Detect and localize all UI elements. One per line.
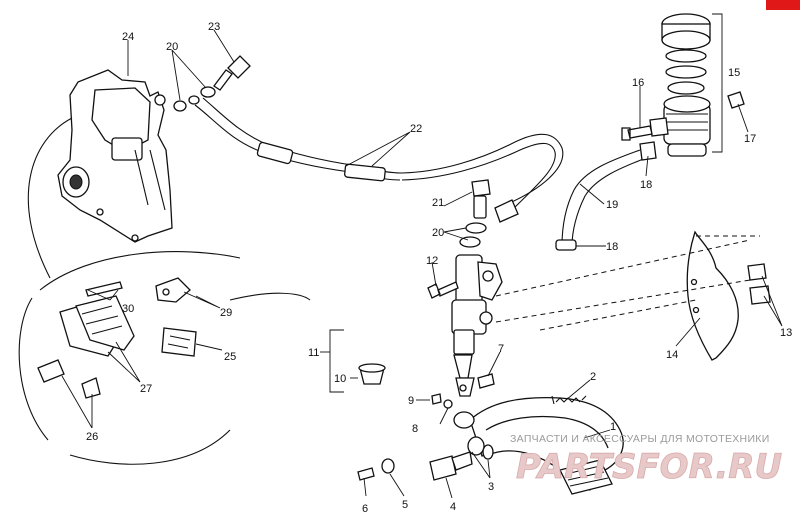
detail-circle-arc (18, 117, 311, 465)
heel-guard (686, 230, 739, 361)
watermark-tagline: ЗАПЧАСТИ И АКСЕССУАРЫ ДЛЯ МОТОТЕХНИКИ (510, 433, 770, 445)
callout-30: 30 (122, 303, 134, 315)
pad-spring-clip (161, 327, 197, 357)
watermark-logo: PARTSFOR.RU (516, 447, 782, 487)
callout-29: 29 (220, 307, 232, 319)
callout-27: 27 (140, 383, 152, 395)
screw-7 (477, 373, 495, 389)
pin-9 (431, 393, 442, 405)
banjo-bolt-upper (173, 55, 251, 112)
brake-pads (59, 295, 135, 357)
callout-25: 25 (224, 351, 236, 363)
callout-13: 13 (780, 327, 792, 339)
bolt-16 (621, 125, 653, 141)
dust-cap (358, 363, 386, 385)
callout-20-upper: 20 (166, 41, 178, 53)
callout-10: 10 (334, 373, 346, 385)
master-cylinder (451, 254, 503, 397)
pad-pins (37, 359, 101, 399)
callout-6: 6 (362, 503, 368, 515)
brake-pedal (453, 396, 624, 495)
callout-2: 2 (590, 371, 596, 383)
callout-labels: 24 23 20 22 21 20 12 11 10 7 9 8 2 1 3 4… (86, 21, 792, 515)
callout-19: 19 (606, 199, 618, 211)
fluid-reservoir (649, 13, 711, 157)
nut-17 (727, 91, 745, 109)
callout-17: 17 (744, 133, 756, 145)
callout-3: 3 (488, 481, 494, 493)
callout-20-middle: 20 (432, 227, 444, 239)
callout-21: 21 (432, 197, 444, 209)
washer-8 (443, 399, 453, 409)
pin-30 (85, 281, 123, 297)
callout-7: 7 (498, 343, 504, 355)
brake-caliper (57, 69, 173, 243)
callout-16: 16 (632, 77, 644, 89)
pivot-parts (357, 444, 494, 481)
callout-9: 9 (408, 395, 414, 407)
bracket-15 (712, 13, 723, 153)
banjo-bolt-middle (459, 179, 491, 248)
corner-badge (766, 0, 800, 10)
bolt-12 (427, 281, 459, 299)
callout-14: 14 (666, 349, 678, 361)
reservoir-hose (555, 141, 657, 251)
brake-hose (194, 97, 564, 223)
callout-15: 15 (728, 67, 740, 79)
callout-24: 24 (122, 31, 134, 43)
callout-26: 26 (86, 431, 98, 443)
callout-12: 12 (426, 255, 438, 267)
watermark: ЗАПЧАСТИ И АКСЕССУАРЫ ДЛЯ МОТОТЕХНИКИ PA… (510, 433, 782, 487)
spacers (747, 263, 771, 305)
callout-4: 4 (450, 501, 456, 513)
callout-23: 23 (208, 21, 220, 33)
callout-11: 11 (308, 347, 319, 359)
alignment-lines (495, 235, 760, 331)
callout-1: 1 (610, 421, 616, 433)
callout-8: 8 (412, 423, 418, 435)
callout-5: 5 (402, 499, 408, 511)
pad-retainer (155, 277, 191, 303)
callout-18-upper: 18 (640, 179, 652, 191)
callout-22: 22 (410, 123, 422, 135)
bracket-11 (329, 329, 344, 393)
callout-18-lower: 18 (606, 241, 618, 253)
leader-lines (61, 29, 783, 499)
